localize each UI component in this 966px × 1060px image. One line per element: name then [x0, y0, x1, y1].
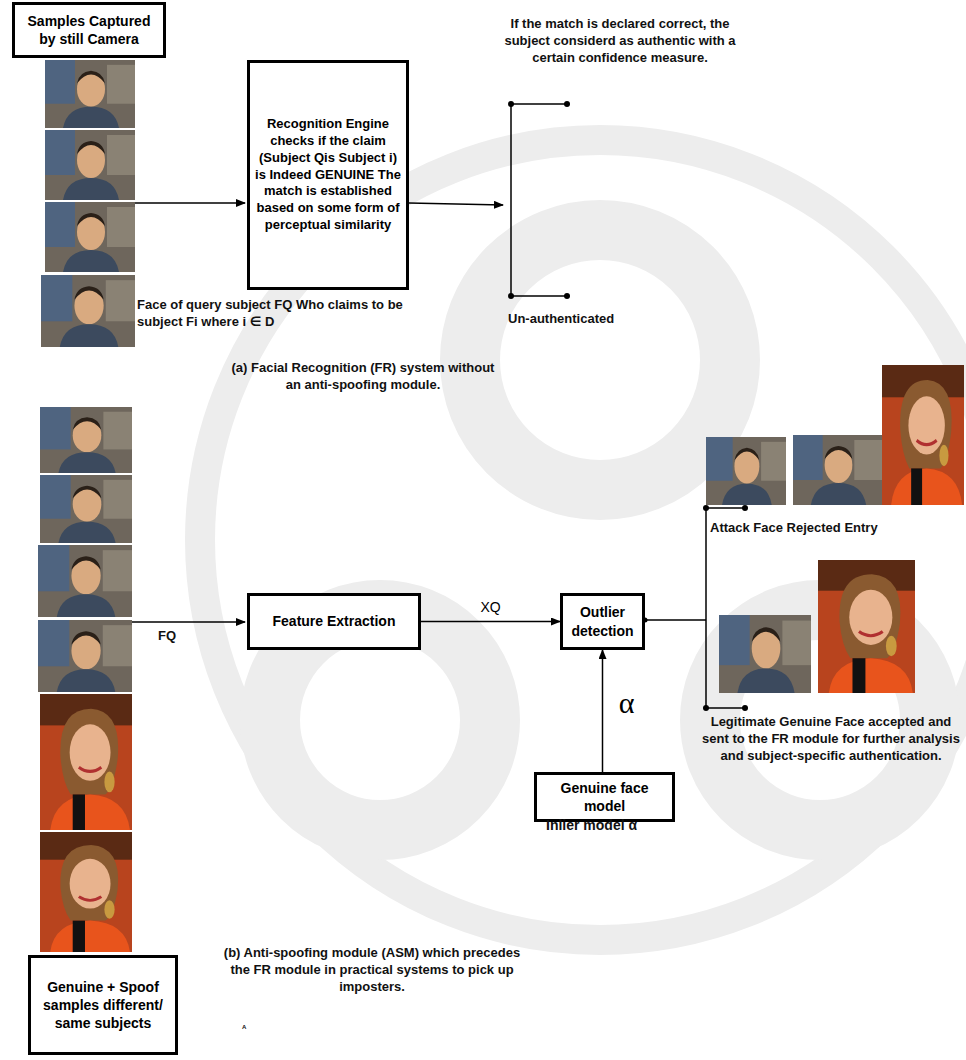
annotation-text: Inlier model α: [546, 816, 706, 834]
flow-lines: [132, 104, 745, 708]
annotation-text: (b) Anti-spoofing module (ASM) which pre…: [222, 945, 522, 996]
annotation-text: A: [242, 1024, 262, 1032]
face-photo: [38, 620, 132, 692]
face-photo: [38, 545, 132, 617]
face-photo: [45, 130, 135, 200]
annotation-text: Un-authenticated: [508, 311, 668, 328]
edge-label: XQ: [478, 599, 502, 615]
face-photos: [38, 60, 964, 952]
annotation-text: Legitimate Genuine Face accepted and sen…: [700, 714, 962, 765]
box-text: Genuine face model: [542, 779, 667, 815]
caption-box: Samples Captured by still Camera: [12, 2, 166, 58]
connector-arrow: [602, 650, 604, 772]
process-box: Feature Extraction: [247, 593, 421, 650]
annotation-text: Face of query subject FQ Who claims to b…: [137, 297, 447, 331]
face-photo: [40, 407, 132, 473]
process-box: Outlier detection: [560, 593, 645, 650]
model-box: Genuine face model: [534, 772, 675, 822]
annotation-text: (a) Facial Recognition (FR) system witho…: [228, 360, 498, 394]
annotation-text: Attack Face Rejected Entry: [710, 520, 930, 537]
connector-arrow: [421, 621, 560, 623]
face-photo: [719, 615, 811, 693]
face-photo: [818, 560, 915, 693]
box-text: Outlier detection: [568, 603, 637, 639]
box-text: Recognition Engine checks if the claim (…: [255, 116, 401, 234]
face-photo: [40, 832, 132, 952]
junction-dots: [508, 101, 748, 711]
annotation-text: If the match is declared correct, the su…: [495, 16, 745, 67]
face-photo: [706, 437, 786, 505]
face-photo: [45, 202, 135, 272]
process-box: Recognition Engine checks if the claim (…: [247, 60, 409, 290]
annotation-text: FQ: [158, 628, 198, 645]
edge-label: α: [617, 686, 637, 720]
caption-box: Genuine + Spoof samples different/ same …: [28, 955, 178, 1055]
face-photo: [45, 60, 135, 128]
box-text: Genuine + Spoof samples different/ same …: [36, 978, 170, 1033]
face-photo: [41, 275, 135, 347]
face-photo: [882, 365, 964, 505]
face-photo: [793, 435, 882, 505]
face-photo: [40, 475, 132, 543]
face-photo: [40, 694, 132, 830]
box-text: Samples Captured by still Camera: [20, 12, 158, 48]
box-text: Feature Extraction: [273, 612, 396, 630]
